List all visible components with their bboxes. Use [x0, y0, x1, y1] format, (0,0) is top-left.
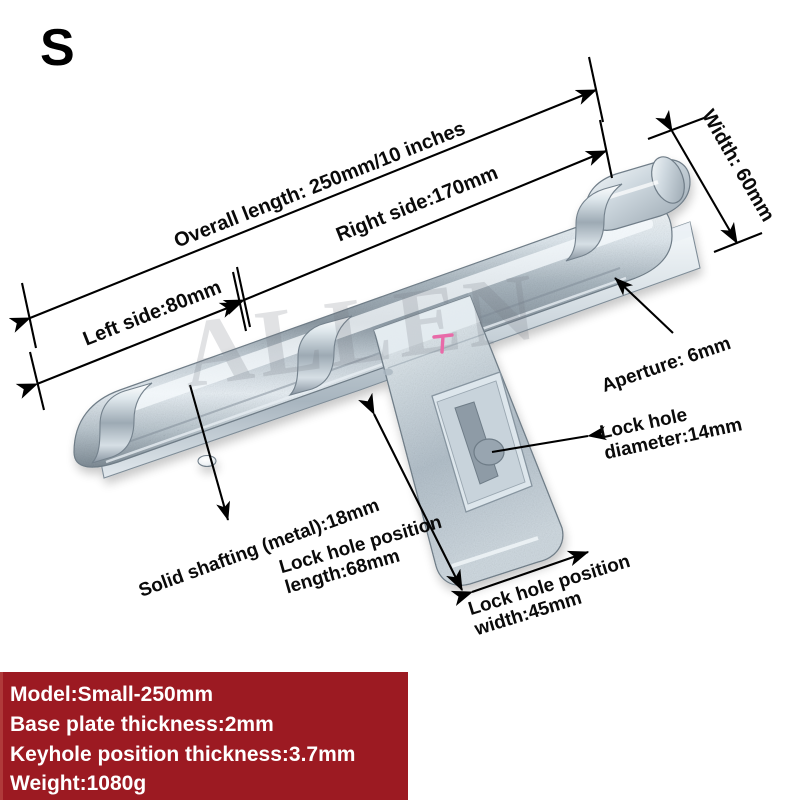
spec-line-weight: Weight:1080g — [10, 772, 147, 796]
tick-rightside-right — [598, 119, 614, 179]
specification-box: Model:Small-250mm Base plate thickness:2… — [0, 672, 408, 800]
dim-overall-length — [8, 89, 598, 333]
size-badge: S — [40, 19, 75, 77]
dim-lock-hole-width — [450, 550, 590, 606]
tick-overall-right — [587, 56, 605, 123]
dim-right-side — [222, 150, 608, 315]
dim-lock-hole-length — [358, 392, 463, 592]
leader-solid-shafting — [188, 384, 230, 521]
tick-leftside-right — [231, 271, 248, 332]
spec-line-model: Model:Small-250mm — [10, 683, 214, 706]
dim-width — [655, 109, 738, 245]
spec-box-accent-edge — [0, 672, 3, 800]
tick-width-bottom — [713, 232, 763, 253]
lock-hole-circle — [473, 438, 505, 466]
dim-left-side — [15, 302, 242, 399]
spec-line-base-plate: Base plate thickness:2mm — [10, 712, 274, 736]
leader-lock-hole-diameter — [491, 425, 607, 454]
spec-line-keyhole-thickness: Keyhole position thickness:3.7mm — [10, 742, 356, 766]
leader-aperture — [614, 277, 674, 334]
